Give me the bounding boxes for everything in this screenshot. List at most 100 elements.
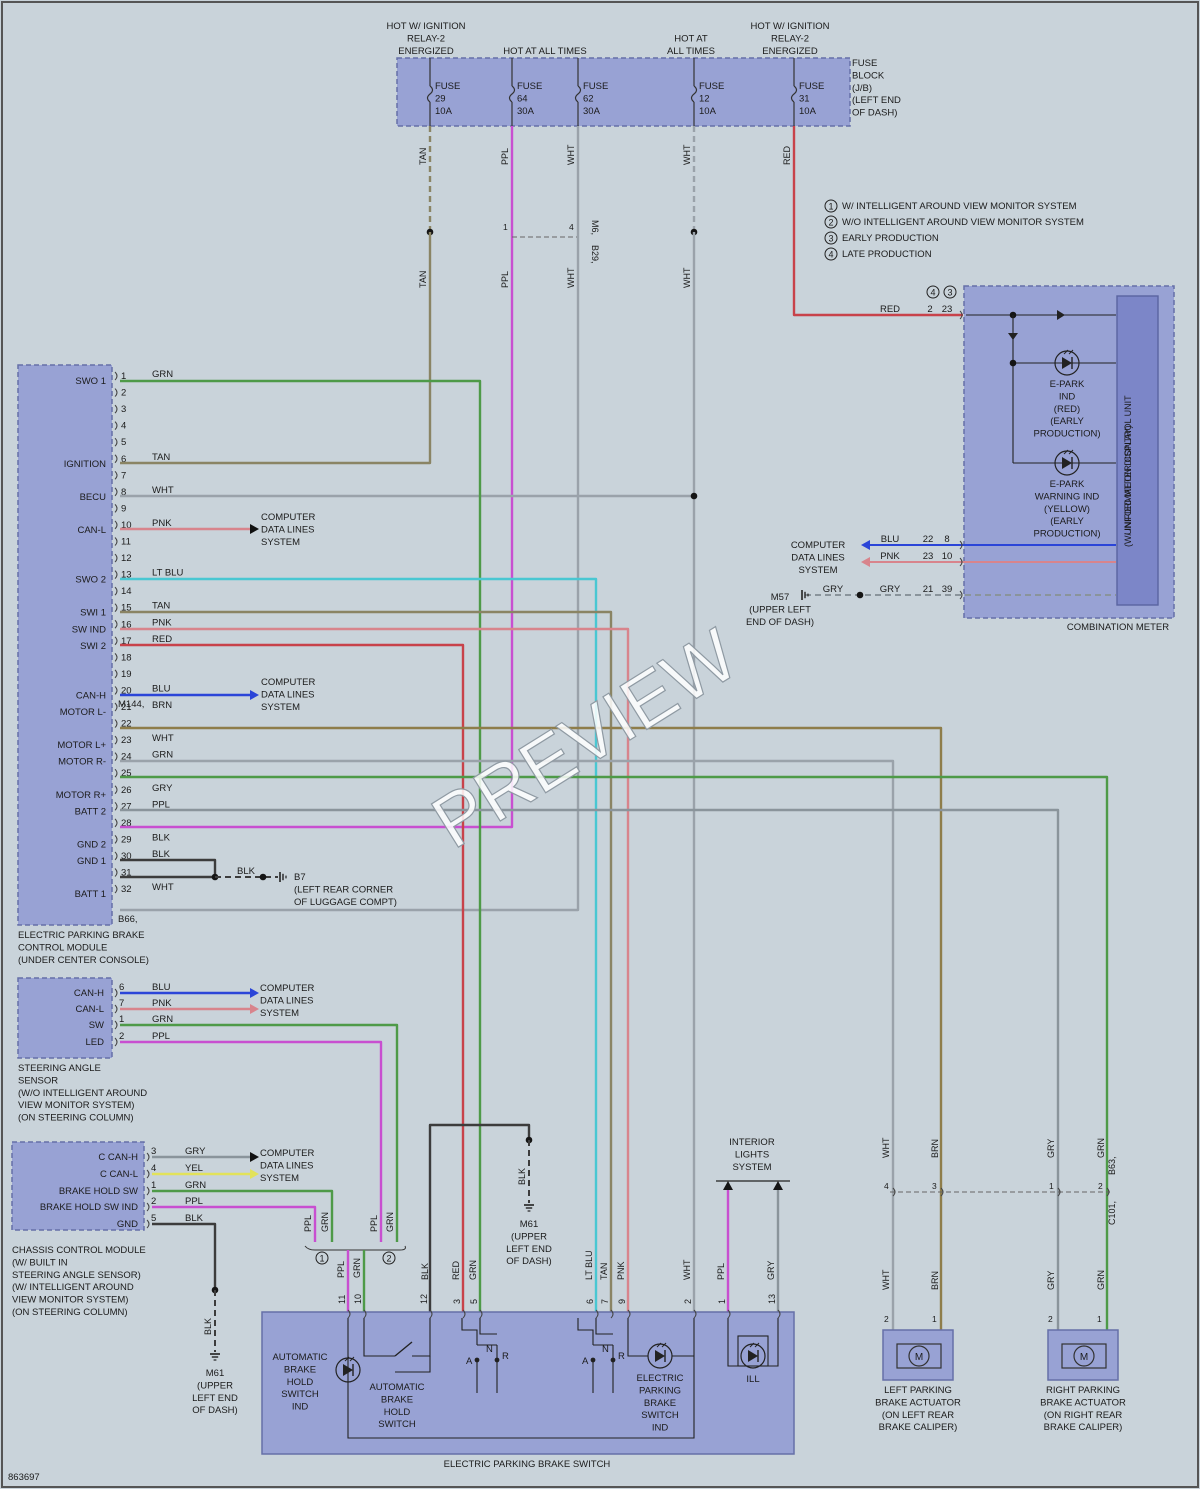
pin-number: 4 [569, 222, 574, 232]
auto-brake-hold-switch-label: BRAKE [381, 1394, 413, 1405]
computer-data-lines-label: COMPUTER [791, 540, 846, 551]
pin-tick [959, 557, 963, 567]
pin-tick [146, 1202, 150, 1212]
wire-color-label: RED [152, 634, 172, 645]
epb-module-name: ELECTRIC PARKING BRAKE [18, 930, 145, 941]
fuse-label: 30A [517, 106, 535, 117]
fuse-label: 30A [583, 106, 601, 117]
fuse-block-name: BLOCK [852, 70, 885, 81]
variant-number [315, 1251, 329, 1265]
wire-color-label: WHT [682, 144, 692, 165]
wire-color-label: GRY [152, 783, 173, 794]
switch-circuit [727, 1318, 738, 1367]
switch-position-a: A [582, 1356, 589, 1367]
variant-number [382, 1251, 396, 1265]
wire-color-label: GRN [352, 1258, 362, 1278]
pin-number: 2 [121, 388, 126, 399]
wire-color-label: WHT [566, 144, 576, 165]
pin-tick [940, 1187, 944, 1197]
led-icon [1063, 449, 1069, 455]
legend-number [824, 199, 838, 213]
wire-red-meter [792, 126, 963, 317]
pin-number: 12 [419, 1294, 429, 1304]
led-icon [1063, 349, 1069, 355]
splice-dot [690, 492, 698, 500]
pin-number: 3 [932, 1181, 937, 1191]
switch-terminal [474, 1357, 480, 1363]
fuse-supply-label: HOT AT ALL TIMES [503, 46, 586, 57]
epb-switch-ind-label: PARKING [639, 1385, 681, 1396]
wire-pnk-swind [120, 627, 630, 1312]
pin-tick [347, 1309, 351, 1319]
switch-circuit [363, 1318, 395, 1357]
pin-tick [114, 454, 118, 464]
wire-blk-ccm-gnd [152, 1222, 217, 1290]
pin-number: 4 [884, 1181, 889, 1191]
pin-number: 5 [121, 437, 126, 448]
pin-tick [114, 851, 118, 861]
fuse-label: FUSE [583, 81, 608, 92]
pin-number: 25 [121, 768, 132, 779]
pin-number: 2 [151, 1196, 156, 1207]
pin-number: 18 [121, 652, 132, 663]
legend-number: 4 [828, 249, 833, 259]
led-icon [748, 1350, 758, 1362]
pin-tick [114, 719, 118, 728]
fuse-icon [508, 85, 516, 103]
pin-label: CAN-L [77, 525, 106, 536]
wire-grn-swo1 [120, 379, 482, 1312]
wire-color-label: RED [782, 145, 792, 165]
right-parking-brake-actuator-label: (ON RIGHT REAR [1044, 1410, 1123, 1421]
wire-color-label: BLU [152, 982, 171, 993]
wire-color-label: PPL [500, 148, 510, 165]
pin-tick [146, 1186, 150, 1196]
interior-lights-label: INTERIOR [729, 1137, 775, 1148]
pin-number: 13 [767, 1294, 777, 1304]
computer-data-lines-label: SYSTEM [261, 537, 300, 548]
wire-color-label: GRN [468, 1260, 478, 1280]
fuse-label: FUSE [699, 81, 724, 92]
wire-color-label: PPL [500, 271, 510, 288]
led-icon [655, 1350, 665, 1362]
pin-number: 7 [600, 1299, 610, 1304]
variant-number: 2 [386, 1253, 391, 1263]
fuse-block [396, 57, 851, 127]
auto-brake-hold-switch-label: SWITCH [378, 1419, 416, 1430]
fuse-supply-label: HOT W/ IGNITION [387, 21, 466, 32]
wire-gry-motor-r-plus [120, 808, 1060, 1330]
wire-blk-gnd2 [120, 858, 217, 877]
pin-number: 16 [121, 619, 132, 630]
pin-number: 3 [121, 404, 126, 415]
wire-color-label: PPL [716, 1263, 726, 1280]
switch-name: ELECTRIC PARKING BRAKE SWITCH [444, 1459, 611, 1470]
splice-dot [856, 591, 864, 599]
pin-tick [693, 1309, 697, 1319]
computer-data-lines-label: DATA LINES [260, 995, 314, 1006]
pin-tick [114, 835, 118, 844]
computer-data-lines-label: COMPUTER [260, 983, 315, 994]
pin-label: MOTOR L- [60, 707, 106, 718]
legend-text: LATE PRODUCTION [842, 249, 932, 260]
pin-number: 2 [1098, 1181, 1103, 1191]
fuse-supply-label: HOT AT [674, 33, 708, 44]
wire-color-label: BRN [930, 1271, 940, 1290]
computer-data-lines-label: DATA LINES [791, 552, 845, 563]
epb-switch-ind-label: BRAKE [644, 1398, 676, 1409]
pin-number: 8 [944, 534, 949, 545]
ground-b7-label: (LEFT REAR CORNER [294, 884, 393, 895]
pin-tick [462, 1309, 466, 1319]
pin-tick [114, 1020, 118, 1030]
epb-switch-ind-label: IND [652, 1423, 669, 1434]
legend-number [824, 215, 838, 229]
pin-number: 1 [503, 222, 508, 232]
led-icon [344, 1356, 350, 1362]
steering-sensor-name: VIEW MONITOR SYSTEM) [18, 1100, 134, 1111]
wire-color-label: GRN [152, 750, 173, 761]
computer-data-lines-label: SYSTEM [261, 702, 300, 713]
fuse-icon [790, 85, 798, 103]
wire-color-label: WHT [881, 1269, 891, 1290]
pin-number: 20 [121, 685, 132, 696]
pin-tick [114, 1037, 118, 1047]
switch-terminal [590, 1357, 596, 1363]
pin-tick [727, 1309, 731, 1319]
